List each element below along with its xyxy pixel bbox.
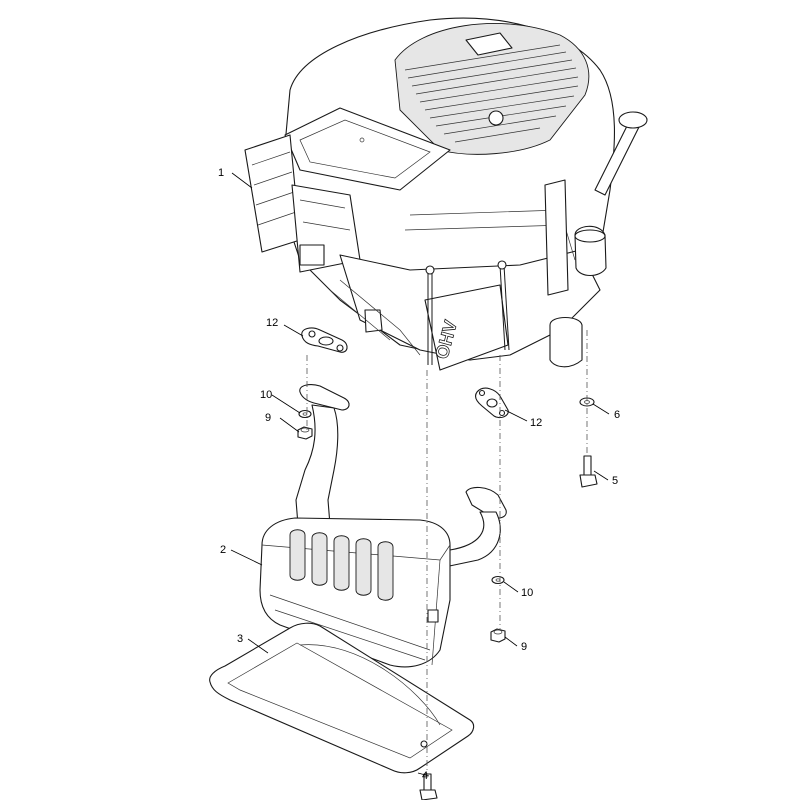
nut-right [490, 628, 506, 643]
callout-3: 3 [237, 633, 243, 645]
washer-left [298, 409, 312, 419]
nut-left [297, 426, 313, 440]
callout-12-right: 12 [530, 417, 542, 429]
callout-10-right: 10 [521, 587, 533, 599]
callout-2: 2 [220, 544, 226, 556]
engine-assembly: OHV [244, 17, 648, 371]
callout-1: 1 [218, 167, 224, 179]
callout-4: 4 [422, 770, 428, 782]
alignment-lines [306, 330, 588, 775]
exhaust-gasket-left [301, 327, 348, 353]
bolt-5 [579, 455, 598, 488]
callout-9-right: 9 [521, 641, 527, 653]
exhaust-gasket-right [475, 387, 509, 419]
washer-right [491, 575, 505, 585]
callout-10-left: 10 [260, 389, 272, 401]
callout-9-left: 9 [265, 412, 271, 424]
ohv-marking: OHV [432, 318, 461, 361]
bolt-4 [419, 773, 438, 800]
exhaust-pipe-left [295, 384, 350, 526]
callout-labels: 1 2 3 4 5 6 9 9 10 10 12 12 [218, 167, 620, 782]
callout-6: 6 [614, 409, 620, 421]
muffler-ribs [289, 529, 394, 601]
cooling-grille [404, 44, 579, 143]
leader-lines [230, 172, 610, 777]
heat-shield-plate [209, 622, 475, 774]
callout-12-left: 12 [266, 317, 278, 329]
callout-5: 5 [612, 475, 618, 487]
